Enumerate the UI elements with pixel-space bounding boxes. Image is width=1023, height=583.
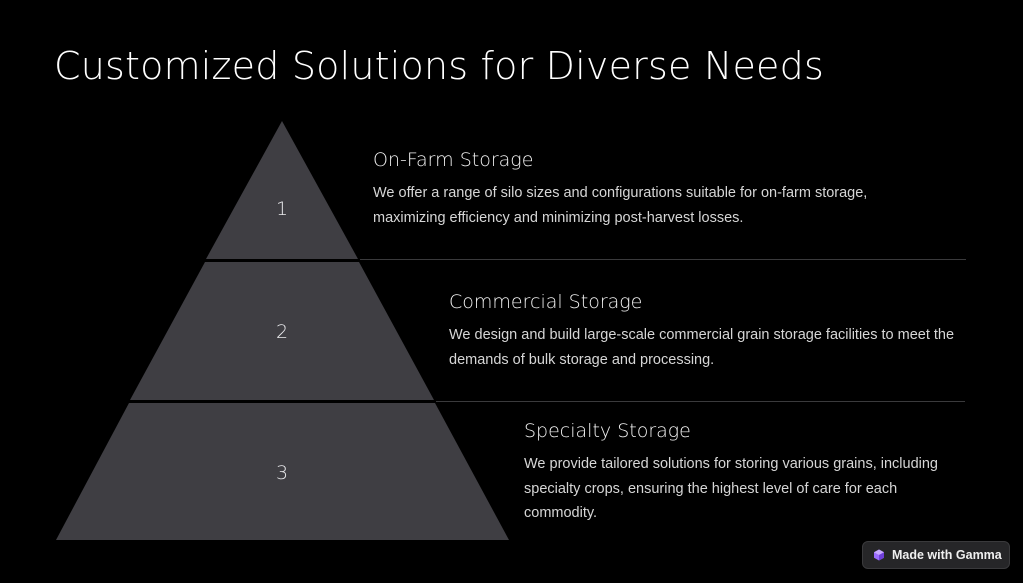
slide-title: Customized Solutions for Diverse Needs xyxy=(54,44,824,88)
tier-divider-2 xyxy=(436,401,965,402)
made-with-gamma-badge[interactable]: Made with Gamma xyxy=(862,541,1010,569)
tier-3-number: 3 xyxy=(276,462,288,484)
badge-label: Made with Gamma xyxy=(892,548,1002,562)
gamma-logo-icon xyxy=(874,549,884,561)
tier-2-description: Commercial Storage We design and build l… xyxy=(449,290,959,372)
pyramid-tier-1 xyxy=(206,121,358,259)
tier-1-number: 1 xyxy=(276,198,288,220)
tier-3-heading: Specialty Storage xyxy=(524,420,691,442)
tier-divider-1 xyxy=(360,259,966,260)
tier-1-text: We offer a range of silo sizes and confi… xyxy=(373,185,868,226)
tier-1-heading: On-Farm Storage xyxy=(373,149,534,171)
tier-3-text: We provide tailored solutions for storin… xyxy=(524,456,939,521)
tier-2-number: 2 xyxy=(276,321,288,343)
pyramid-tier-2 xyxy=(130,262,434,400)
pyramid-tier-3 xyxy=(56,403,509,540)
tier-3-description: Specialty Storage We provide tailored so… xyxy=(524,419,954,526)
tier-1-description: On-Farm Storage We offer a range of silo… xyxy=(373,148,933,230)
tier-2-text: We design and build large-scale commerci… xyxy=(449,327,955,368)
tier-2-heading: Commercial Storage xyxy=(449,291,643,313)
